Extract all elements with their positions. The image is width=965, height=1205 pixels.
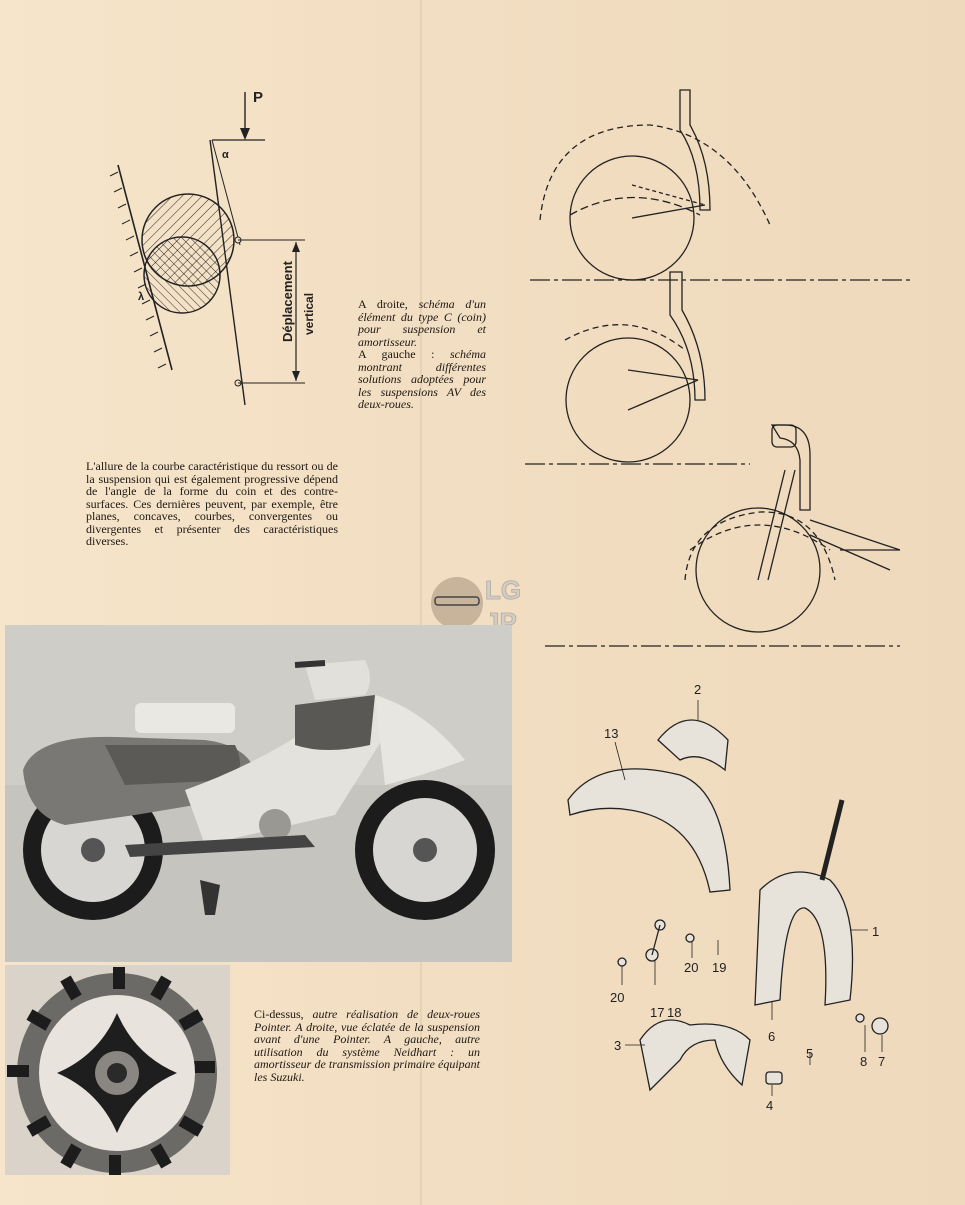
part-label-2: 2 [694,682,701,697]
gear-photo [5,965,230,1175]
part-label-18: 18 [667,1005,681,1020]
part-3-shape [639,1019,751,1092]
part-label-3: 3 [614,1038,621,1053]
part-label-19: 19 [712,960,726,975]
caption-spring-curve: L'allure de la courbe caractéristique du… [86,460,338,548]
part-label-5: 5 [806,1046,813,1061]
part-label-8: 8 [860,1054,867,1069]
lambda-label: λ [138,291,144,303]
fork-schemes-diagram [525,89,910,647]
displacement-label-1: Déplacement [280,260,295,342]
caption-right-plain-2: A gauche : [358,347,450,361]
part-label-13: 13 [604,726,618,741]
caption-bottom-plain: Ci-dessus, [254,1007,313,1021]
part-7-shape [871,1017,889,1035]
angle-label: α [222,149,229,161]
part-label-17: 17 [650,1005,664,1020]
part-1-shape [754,871,854,1006]
motorcycle-illustration [5,625,512,962]
part-label-4: 4 [766,1098,773,1113]
watermark-line1: LG [485,575,521,605]
part-2-shape [657,719,729,772]
displacement-label-2: vertical [302,293,316,335]
exploded-view-diagram: 2 13 1 3 4 5 6 7 8 17 18 19 20 20 [567,682,889,1113]
motorcycle-photo [5,625,512,962]
force-label: P [253,89,263,106]
part-13-shape [567,768,731,893]
caption-left-text: L'allure de la courbe caractéristique du… [86,459,338,548]
caption-right-italic-2: schéma montrant différentes solutions ad… [358,347,486,411]
caption-right-plain-1: A droite, [358,297,419,311]
part-4-shape [765,1071,783,1085]
part-label-20a: 20 [684,960,698,975]
part-label-6: 6 [768,1029,775,1044]
part-8-shape [855,1013,865,1023]
part-label-7: 7 [878,1054,885,1069]
page-fold [420,0,422,1205]
caption-pointer-suzuki: Ci-dessus, autre réalisation de deux-rou… [254,1008,480,1083]
part-label-1: 1 [872,924,879,939]
part-label-20b: 20 [610,990,624,1005]
caption-suspension-schemes: A droite, schéma d'un élément du type C … [358,298,486,411]
caption-right-italic-1: schéma d'un élément du type C (coin) pou… [358,297,486,349]
gear-illustration [5,965,230,1175]
caption-bottom-italic: autre réalisation de deux-roues Pointer.… [254,1007,480,1084]
wedge-diagram: P α λ Déplacement vertical [109,89,316,406]
